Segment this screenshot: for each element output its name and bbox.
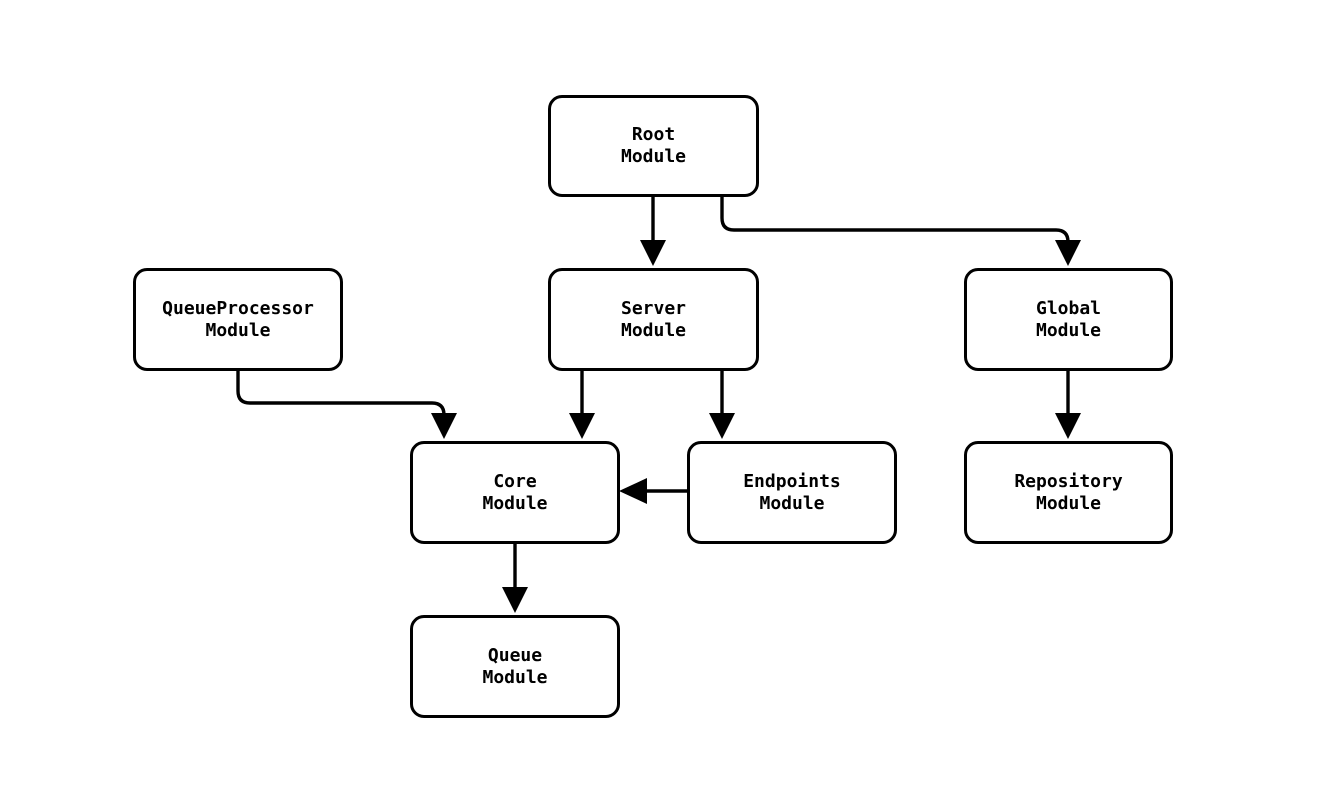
edge-endpoints-core — [619, 478, 687, 504]
node-core-module-label-line2: Module — [482, 492, 548, 514]
node-endpoints-module-label-line2: Module — [759, 492, 825, 514]
node-queueprocessor-module[interactable]: QueueProcessor Module — [133, 268, 343, 371]
edge-root-global — [720, 197, 1081, 266]
node-root-module[interactable]: Root Module — [548, 95, 759, 197]
node-endpoints-module[interactable]: Endpoints Module — [687, 441, 897, 544]
node-global-module-label-line2: Module — [1035, 319, 1102, 341]
node-repository-module[interactable]: Repository Module — [964, 441, 1173, 544]
edge-core-queue — [502, 544, 528, 613]
node-endpoints-module-label-line1: Endpoints — [743, 470, 841, 492]
node-repository-module-label-line2: Module — [1035, 492, 1102, 514]
edge-server-endpoints — [709, 371, 735, 439]
node-queueprocessor-module-label-line1: QueueProcessor — [162, 297, 314, 319]
node-queue-module[interactable]: Queue Module — [410, 615, 620, 718]
node-root-module-label-line1: Root — [631, 124, 676, 145]
edge-global-repository — [1055, 371, 1081, 439]
node-core-module[interactable]: Core Module — [410, 441, 620, 544]
node-queue-module-label-line2: Module — [482, 666, 548, 688]
node-global-module[interactable]: Global Module — [964, 268, 1173, 371]
node-core-module-label-line1: Core — [493, 470, 537, 492]
edge-queueprocessor-core — [236, 371, 457, 439]
node-server-module-label-line1: Server — [620, 297, 687, 319]
node-root-module-label-line2: Module — [620, 146, 687, 167]
node-queueprocessor-module-label-line2: Module — [205, 319, 271, 341]
node-queue-module-label-line1: Queue — [487, 644, 543, 666]
node-global-module-label-line1: Global — [1035, 297, 1102, 319]
edge-root-server — [640, 197, 666, 266]
node-server-module-label-line2: Module — [620, 319, 687, 341]
node-server-module[interactable]: Server Module — [548, 268, 759, 371]
node-repository-module-label-line1: Repository — [1014, 470, 1123, 492]
edge-server-core — [569, 371, 595, 439]
